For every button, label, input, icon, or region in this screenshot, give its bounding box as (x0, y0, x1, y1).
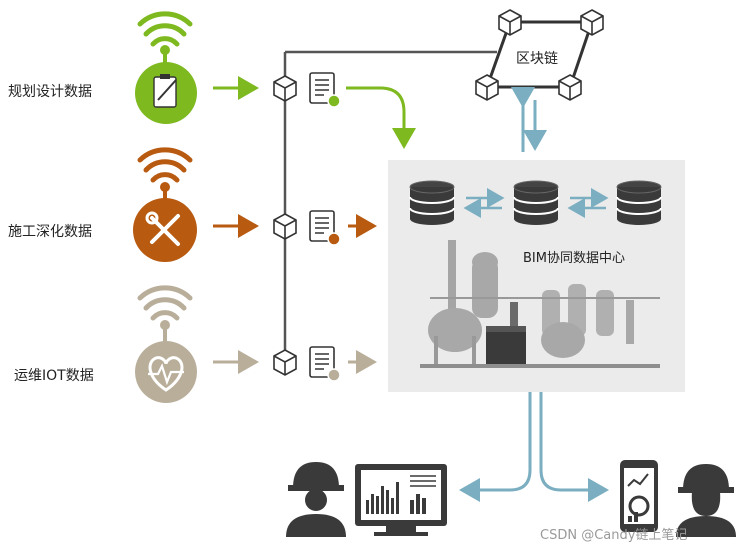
phone-icon (620, 460, 658, 532)
blockchain-label: 区块链 (516, 51, 558, 67)
wifi-brown-icon (137, 147, 193, 183)
cube-icon (273, 349, 297, 376)
output-right-arrow (539, 392, 609, 502)
database-icon (513, 180, 559, 226)
factory-illustration (420, 240, 660, 368)
blockchain-network (475, 9, 604, 101)
source-label-construction: 施工深化数据 (8, 224, 92, 240)
sync-arrows (463, 188, 609, 218)
data-center-title: BIM协同数据中心 (523, 251, 625, 266)
heart-pulse-icon (135, 341, 197, 403)
wifi-beige-icon (137, 285, 193, 321)
green-flow-arrow (346, 86, 416, 149)
cube-icon (273, 75, 297, 102)
database-icon (616, 180, 662, 226)
worker-female-icon (676, 464, 736, 537)
watermark: CSDN @Candy链上笔记 (540, 528, 688, 543)
monitor-chart-icon (355, 464, 447, 536)
wifi-green-icon (137, 11, 193, 47)
cube-icon (273, 213, 297, 240)
database-icon (409, 180, 455, 226)
output-left-arrow (459, 392, 532, 502)
source-label-iot: 运维IOT数据 (14, 368, 94, 384)
source-label-planning: 规划设计数据 (8, 84, 92, 100)
worker-helmet-icon (286, 462, 346, 537)
